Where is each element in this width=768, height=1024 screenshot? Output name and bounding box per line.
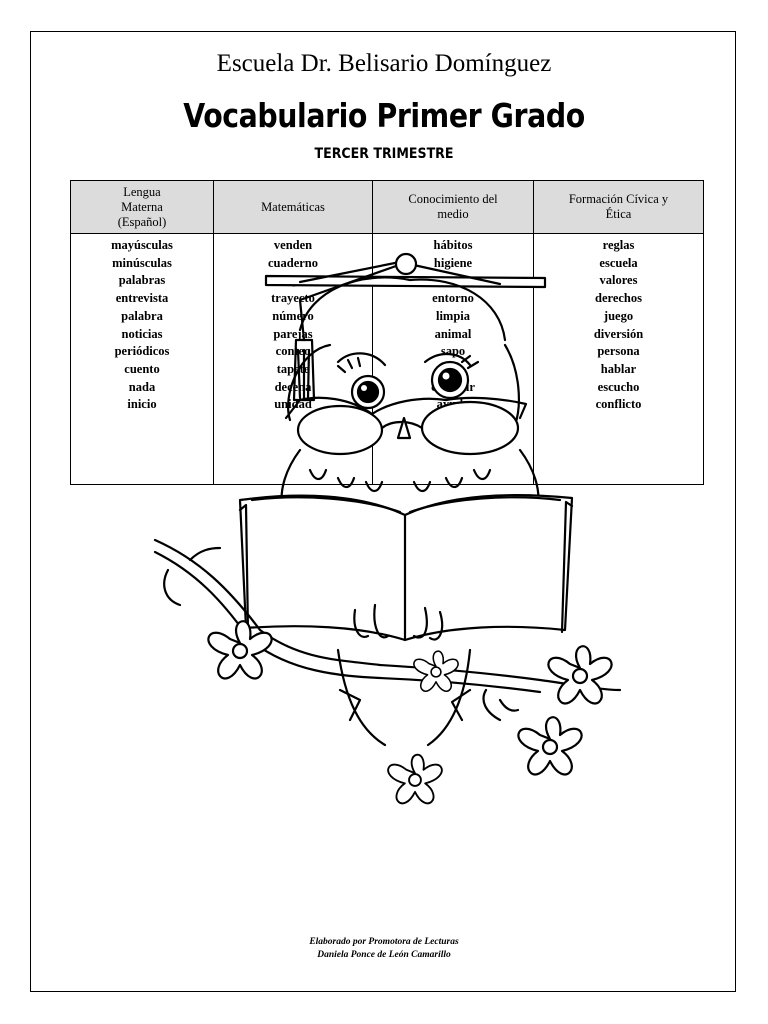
school-name: Escuela Dr. Belisario Domínguez xyxy=(216,50,552,77)
word: entrevista xyxy=(115,291,169,306)
word: trayecto xyxy=(271,291,315,306)
word: escucho xyxy=(597,379,640,394)
word: higiene xyxy=(433,255,473,270)
header-line: (Español) xyxy=(117,214,167,229)
credits-line-1: Elaborado por Promotora de Lecturas xyxy=(309,937,459,947)
word: minúsculas xyxy=(112,255,172,270)
page-border xyxy=(30,31,736,992)
word: derechos xyxy=(595,291,642,306)
page-subtitle: TERCER TRIMESTRE xyxy=(314,146,454,162)
header-line: Formación Cívica y xyxy=(568,192,669,206)
word: palabra xyxy=(121,308,163,323)
flower-icon xyxy=(207,620,613,805)
word: escuela xyxy=(599,255,638,270)
credits-footer: Elaborado por Promotora de Lecturas Dani… xyxy=(0,936,768,962)
word: periódicos xyxy=(114,344,170,359)
header-line: Matemáticas xyxy=(261,199,325,214)
word: valores xyxy=(599,273,638,288)
word: venden xyxy=(273,238,313,252)
column-header-lengua: Lengua Materna (Español) xyxy=(70,180,214,234)
branch xyxy=(153,538,622,722)
column-words-lengua: mayúsculas minúsculas palabras entrevist… xyxy=(70,233,214,485)
book-icon xyxy=(238,493,574,642)
column-header-conocimiento: Conocimiento del medio xyxy=(372,180,534,234)
word: cuento xyxy=(124,361,160,376)
page-title: Vocabulario Primer Grado xyxy=(183,96,585,135)
header-line: Lengua xyxy=(123,184,161,199)
word: nada xyxy=(128,379,156,394)
word: entorno xyxy=(432,291,474,306)
word: hábitos xyxy=(433,238,473,252)
word: inicio xyxy=(127,397,157,412)
credits-line-2: Daniela Ponce de León Camarillo xyxy=(317,950,451,960)
word: animal xyxy=(434,326,472,341)
owl-head xyxy=(284,276,528,456)
word: palabras xyxy=(118,273,166,288)
word: conteo xyxy=(275,344,311,359)
table-row: mayúsculas minúsculas palabras entrevist… xyxy=(70,233,704,485)
word: mayúsculas xyxy=(111,238,173,252)
word: decena xyxy=(274,379,312,394)
header-line: Ética xyxy=(605,207,632,221)
column-words-formacion: reglas escuela valores derechos juego di… xyxy=(533,233,704,485)
word: conflicto xyxy=(595,397,642,412)
word: cuaderno xyxy=(268,255,318,270)
word: juego xyxy=(603,308,634,323)
word: reglas xyxy=(602,238,635,252)
table-header-row: Lengua Materna (Español) Matemáticas Con… xyxy=(70,180,704,234)
header-line: Materna xyxy=(121,199,163,214)
vocabulary-table: Lengua Materna (Español) Matemáticas Con… xyxy=(70,180,704,485)
word: diversión xyxy=(593,326,644,341)
owl-reading-illustration xyxy=(153,252,622,805)
header-line: medio xyxy=(437,207,469,221)
column-header-matematicas: Matemáticas xyxy=(213,180,373,234)
word: hablar xyxy=(600,361,637,376)
header-line: Conocimiento del xyxy=(408,192,498,206)
graduation-cap-icon xyxy=(264,252,547,402)
word: noticias xyxy=(121,326,163,341)
word: persona xyxy=(597,344,640,359)
word: limpia xyxy=(435,308,471,323)
column-header-formacion: Formación Cívica y Ética xyxy=(533,180,704,234)
